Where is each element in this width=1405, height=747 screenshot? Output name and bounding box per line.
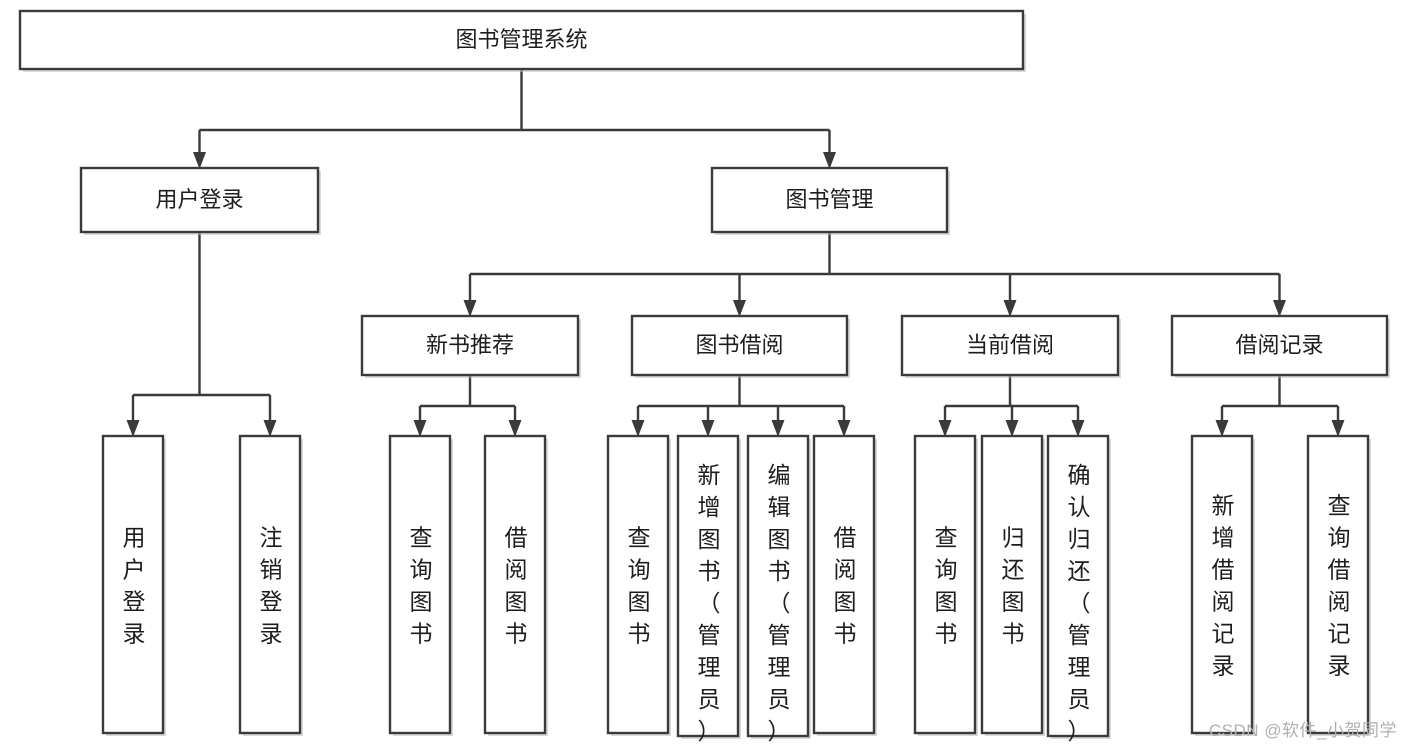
arrow-head-bookmgmt <box>823 152 836 169</box>
node-root[interactable]: 图书管理系统 <box>18 9 1026 72</box>
node-label-bw-add: 新增图书（管理员） <box>698 462 721 744</box>
node-label-rec-query: 查询借阅记录 <box>1328 492 1351 678</box>
node-label-bw-query: 查询图书 <box>628 524 651 646</box>
node-label-newbook: 新书推荐 <box>426 332 514 357</box>
arrow-head-bw-edit <box>771 420 785 437</box>
arrow-head-bw-add <box>701 420 715 437</box>
node-label-login: 用户登录 <box>155 187 243 212</box>
arrow-head-borrow <box>733 300 746 317</box>
node-borrow[interactable]: 图书借阅 <box>630 314 850 378</box>
arrow-head-rec-query <box>1331 420 1345 437</box>
arrow-head-bw-borrow <box>837 420 851 437</box>
node-login-out[interactable]: 注销登录 <box>238 434 303 736</box>
node-label-cur-query: 查询图书 <box>935 524 958 646</box>
node-label-record: 借阅记录 <box>1235 332 1323 357</box>
node-bookmgmt[interactable]: 图书管理 <box>710 166 950 235</box>
node-box-bw-query <box>606 434 670 735</box>
node-box-bw-add <box>676 434 740 738</box>
arrow-head-current <box>1003 300 1017 317</box>
node-label-bw-edit: 编辑图书（管理员） <box>768 462 791 744</box>
node-label-nb-query: 查询图书 <box>410 524 433 646</box>
arrow-head-nb-borrow <box>508 420 522 437</box>
node-box-current <box>900 314 1120 377</box>
node-box-login-in <box>101 434 165 735</box>
arrow-head-newbook <box>463 300 477 317</box>
node-nb-query[interactable]: 查询图书 <box>388 434 453 736</box>
node-label-root: 图书管理系统 <box>455 27 587 52</box>
nodes-layer: 图书管理系统用户登录图书管理新书推荐图书借阅当前借阅借阅记录用户登录注销登录查询… <box>18 9 1390 744</box>
node-label-cur-confirm: 确认归还（管理员） <box>1068 462 1091 744</box>
node-box-cur-return <box>980 434 1044 735</box>
arrow-head-cur-query <box>938 420 952 437</box>
node-label-rec-add: 新增借阅记录 <box>1212 492 1235 678</box>
node-login[interactable]: 用户登录 <box>79 166 321 235</box>
arrow-head-record <box>1273 300 1286 317</box>
node-box-bookmgmt <box>710 166 949 234</box>
node-box-rec-add <box>1190 434 1254 735</box>
arrow-head-login <box>193 152 206 169</box>
node-box-borrow <box>630 314 849 377</box>
node-current[interactable]: 当前借阅 <box>900 314 1121 378</box>
node-cur-query[interactable]: 查询图书 <box>913 434 978 736</box>
node-box-rec-query <box>1306 434 1370 735</box>
node-bw-edit[interactable]: 编辑图书（管理员） <box>746 434 811 744</box>
arrow-head-bw-query <box>631 420 645 437</box>
node-cur-confirm[interactable]: 确认归还（管理员） <box>1046 434 1111 744</box>
node-label-borrow: 图书借阅 <box>695 332 783 357</box>
node-label-login-out: 注销登录 <box>260 524 283 646</box>
node-box-bw-borrow <box>812 434 876 735</box>
node-rec-query[interactable]: 查询借阅记录 <box>1306 434 1371 736</box>
node-label-current: 当前借阅 <box>966 332 1054 357</box>
node-bw-query[interactable]: 查询图书 <box>606 434 671 736</box>
arrow-head-cur-return <box>1005 420 1019 437</box>
node-box-login-out <box>238 434 302 735</box>
node-box-bw-edit <box>746 434 810 738</box>
node-label-bw-borrow: 借阅图书 <box>834 524 857 646</box>
node-nb-borrow[interactable]: 借阅图书 <box>483 434 548 736</box>
node-label-cur-return: 归还图书 <box>1002 524 1025 646</box>
arrow-head-cur-confirm <box>1071 420 1085 437</box>
node-box-record <box>1170 314 1389 377</box>
arrow-head-login-out <box>263 420 277 437</box>
node-rec-add[interactable]: 新增借阅记录 <box>1190 434 1255 736</box>
node-record[interactable]: 借阅记录 <box>1170 314 1390 378</box>
arrow-head-rec-add <box>1215 420 1229 437</box>
edges-layer <box>126 69 1345 437</box>
node-box-cur-query <box>913 434 977 735</box>
node-label-login-in: 用户登录 <box>123 524 146 646</box>
node-box-cur-confirm <box>1046 434 1110 738</box>
node-box-login <box>79 166 320 234</box>
node-box-nb-query <box>388 434 452 735</box>
node-box-newbook <box>360 314 580 377</box>
node-bw-add[interactable]: 新增图书（管理员） <box>676 434 741 744</box>
node-label-bookmgmt: 图书管理 <box>785 187 873 212</box>
node-newbook[interactable]: 新书推荐 <box>360 314 581 378</box>
node-login-in[interactable]: 用户登录 <box>101 434 166 736</box>
node-box-root <box>18 9 1025 71</box>
arrow-head-nb-query <box>413 420 427 437</box>
node-box-nb-borrow <box>483 434 547 735</box>
arrow-head-login-in <box>126 420 140 437</box>
node-bw-borrow[interactable]: 借阅图书 <box>812 434 877 736</box>
node-cur-return[interactable]: 归还图书 <box>980 434 1045 736</box>
node-label-nb-borrow: 借阅图书 <box>505 524 528 646</box>
